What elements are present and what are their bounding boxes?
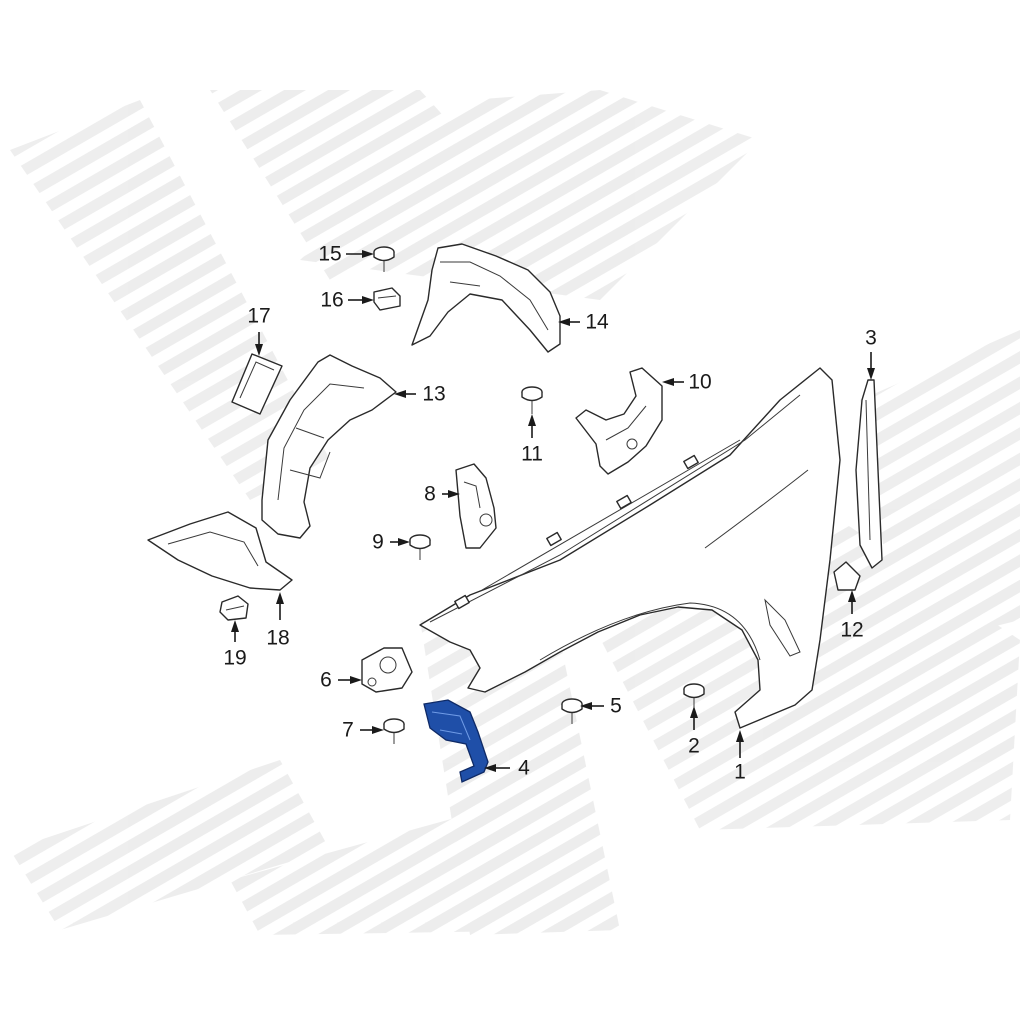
- part-14-upper-liner: [411, 243, 561, 353]
- callout-6: 6: [320, 669, 362, 692]
- part-12-bracket: [833, 561, 861, 591]
- callout-label-2: 2: [688, 735, 700, 758]
- part-18-lower-shield: [147, 511, 293, 591]
- callout-13: 13: [394, 383, 446, 406]
- part-17-pad: [231, 353, 283, 415]
- callout-16: 16: [320, 289, 374, 312]
- callout-7: 7: [342, 719, 384, 742]
- callout-17: 17: [247, 305, 271, 356]
- callout-label-8: 8: [424, 483, 436, 506]
- callout-9: 9: [372, 531, 410, 554]
- callout-1: 1: [734, 730, 746, 784]
- part-10-bracket: [575, 367, 663, 475]
- callout-label-9: 9: [372, 531, 384, 554]
- callout-8: 8: [424, 483, 460, 506]
- callout-label-19: 19: [223, 647, 246, 670]
- callout-10: 10: [662, 371, 712, 394]
- part-9-screw: [409, 534, 431, 560]
- callout-11: 11: [521, 414, 543, 466]
- callout-2: 2: [688, 706, 700, 758]
- callout-14: 14: [558, 311, 609, 334]
- part-15-screw: [373, 246, 395, 272]
- callout-label-7: 7: [342, 719, 354, 742]
- part-7-screw: [383, 718, 405, 744]
- part-4-bracket-highlighted: [423, 699, 489, 783]
- part-6-mount-bracket: [361, 647, 413, 693]
- callout-label-6: 6: [320, 669, 332, 692]
- callout-5: 5: [580, 695, 622, 718]
- callout-label-1: 1: [734, 761, 746, 784]
- callout-label-10: 10: [688, 371, 711, 394]
- callout-label-14: 14: [585, 311, 609, 334]
- part-19-clip: [219, 595, 249, 621]
- callout-label-12: 12: [840, 619, 863, 642]
- part-1-front-fender: [419, 367, 841, 729]
- callout-label-18: 18: [266, 627, 289, 650]
- callout-label-4: 4: [518, 757, 530, 780]
- callout-label-3: 3: [865, 327, 877, 350]
- callout-label-17: 17: [247, 305, 270, 328]
- part-13-wheel-arch-liner: [261, 354, 397, 539]
- callout-label-5: 5: [610, 695, 622, 718]
- callout-label-15: 15: [318, 243, 341, 266]
- callout-12: 12: [840, 590, 864, 642]
- callout-15: 15: [318, 243, 374, 266]
- callout-label-13: 13: [422, 383, 445, 406]
- part-11-screw: [521, 386, 543, 414]
- part-5-screw: [561, 698, 583, 724]
- callout-18: 18: [266, 592, 290, 650]
- part-8-vertical-bracket: [455, 463, 497, 549]
- callout-3: 3: [865, 327, 877, 380]
- part-16-clip: [373, 287, 401, 311]
- part-2-screw: [683, 683, 705, 712]
- callout-4: 4: [484, 757, 530, 780]
- callout-label-16: 16: [320, 289, 343, 312]
- callout-19: 19: [223, 620, 247, 670]
- part-3-seal-strip: [855, 379, 883, 569]
- callout-label-11: 11: [521, 443, 543, 466]
